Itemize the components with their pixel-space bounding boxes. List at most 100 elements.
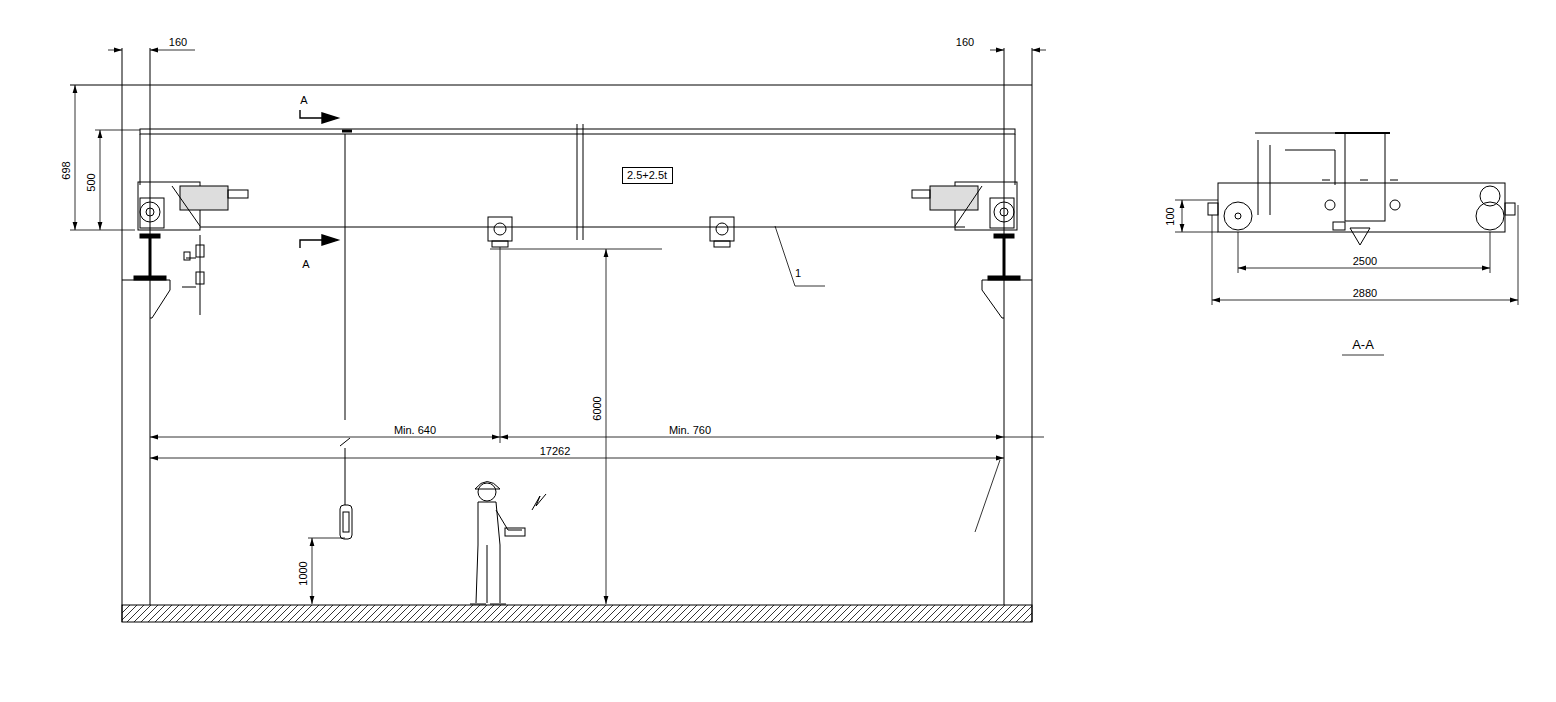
hoist-trolley xyxy=(710,217,734,241)
bridge-girder xyxy=(1015,134,1016,185)
operator-figure xyxy=(532,494,546,510)
building-frame xyxy=(1032,48,1033,622)
section-dimensions xyxy=(1238,232,1239,273)
section-dimensions xyxy=(1238,268,1490,269)
end-carriage xyxy=(955,186,982,226)
section-dimensions xyxy=(1342,355,1384,356)
dimension: 2500 xyxy=(1352,256,1378,267)
section-marks xyxy=(300,110,322,118)
section-title: A-A xyxy=(1351,338,1375,351)
section-view xyxy=(1335,132,1390,134)
end-carriage xyxy=(912,190,930,198)
section-view xyxy=(1285,150,1335,151)
section-dimensions xyxy=(1175,200,1518,355)
operator-figure xyxy=(478,483,496,501)
dimension-lines xyxy=(150,50,195,51)
building-frame xyxy=(1004,48,1005,605)
end-carriage xyxy=(930,186,978,210)
dimension: Min. 640 xyxy=(393,425,437,436)
runway-rail xyxy=(988,276,1020,280)
runway-rail xyxy=(134,234,1020,280)
callout-number: 1 xyxy=(794,268,802,279)
end-carriage xyxy=(172,186,200,226)
pendant-control xyxy=(340,438,350,446)
pendant-control xyxy=(345,134,346,420)
end-carriage xyxy=(140,198,164,228)
section-view xyxy=(1258,140,1259,215)
pendant-control xyxy=(343,512,349,532)
dimension-lines xyxy=(70,50,1046,604)
section-dimensions xyxy=(1212,215,1213,305)
section-view xyxy=(1325,200,1335,210)
dimension-lines xyxy=(606,249,607,604)
capacity-plate: 2.5+2.5t xyxy=(622,167,673,184)
section-dimensions xyxy=(1175,200,1218,201)
section-marks xyxy=(300,240,322,248)
runway-rail xyxy=(140,234,160,238)
dimension-lines xyxy=(312,538,313,604)
dimension-lines xyxy=(95,130,140,131)
section-dimensions xyxy=(1490,232,1491,273)
section-dimensions xyxy=(1518,205,1519,305)
end-carriage xyxy=(994,202,1014,222)
operator-figure xyxy=(476,502,500,603)
dimension-lines xyxy=(75,85,76,230)
building-frame xyxy=(70,85,1032,86)
hoist-trolley xyxy=(488,217,734,247)
hoist-trolley xyxy=(492,241,508,247)
dimension-lines xyxy=(500,437,1004,438)
end-carriage xyxy=(228,190,248,198)
end-carriage xyxy=(146,208,154,216)
building-frame xyxy=(150,48,151,605)
runway-rail xyxy=(134,276,166,280)
pendant-control xyxy=(340,134,352,539)
section-view xyxy=(1345,133,1385,221)
section-view xyxy=(1255,133,1340,134)
operator-figure xyxy=(487,545,488,603)
dimension: 100 xyxy=(1164,206,1175,226)
hoist-trolley xyxy=(488,217,512,241)
dimension: 6000 xyxy=(591,395,602,421)
section-view xyxy=(1208,203,1218,215)
building-frame xyxy=(70,48,1032,622)
dimension-lines xyxy=(150,437,500,438)
dimension: 160 xyxy=(168,37,188,48)
dimension-lines xyxy=(308,538,345,539)
section-dimensions xyxy=(1182,200,1183,232)
dimension-lines xyxy=(490,249,662,250)
dimension: 160 xyxy=(955,37,975,48)
section-view xyxy=(1390,200,1400,210)
dimension-lines xyxy=(975,460,1000,532)
bridge-girder xyxy=(140,124,1015,240)
side-conductor xyxy=(196,272,204,284)
bridge-girder xyxy=(577,124,578,240)
operator-figure xyxy=(496,510,522,530)
bridge-girder xyxy=(342,130,352,133)
side-conductor xyxy=(184,252,190,260)
runway-rail xyxy=(1003,238,1006,276)
section-marks xyxy=(322,235,338,245)
building-frame xyxy=(122,605,1032,622)
capacity-text: 2.5+2.5t xyxy=(627,170,668,181)
section-view xyxy=(1350,228,1370,245)
section-view xyxy=(1270,145,1271,215)
dimension: 698 xyxy=(60,160,71,180)
building-frame xyxy=(982,280,1032,318)
bridge-girder xyxy=(583,124,584,240)
pendant-control xyxy=(340,505,352,539)
side-conductor xyxy=(200,235,201,315)
building-frame xyxy=(122,48,123,622)
dimension: 2880 xyxy=(1352,288,1378,299)
dimension-lines xyxy=(108,50,122,51)
dimension: 17262 xyxy=(539,446,572,457)
dimension: 500 xyxy=(85,172,96,192)
bridge-girder xyxy=(140,134,141,185)
section-marks xyxy=(300,110,338,248)
building-frame xyxy=(122,280,170,318)
operator-figure xyxy=(505,528,525,536)
section-view xyxy=(1208,133,1515,245)
dimension-lines xyxy=(1032,50,1046,51)
section-letter: A xyxy=(301,259,310,270)
